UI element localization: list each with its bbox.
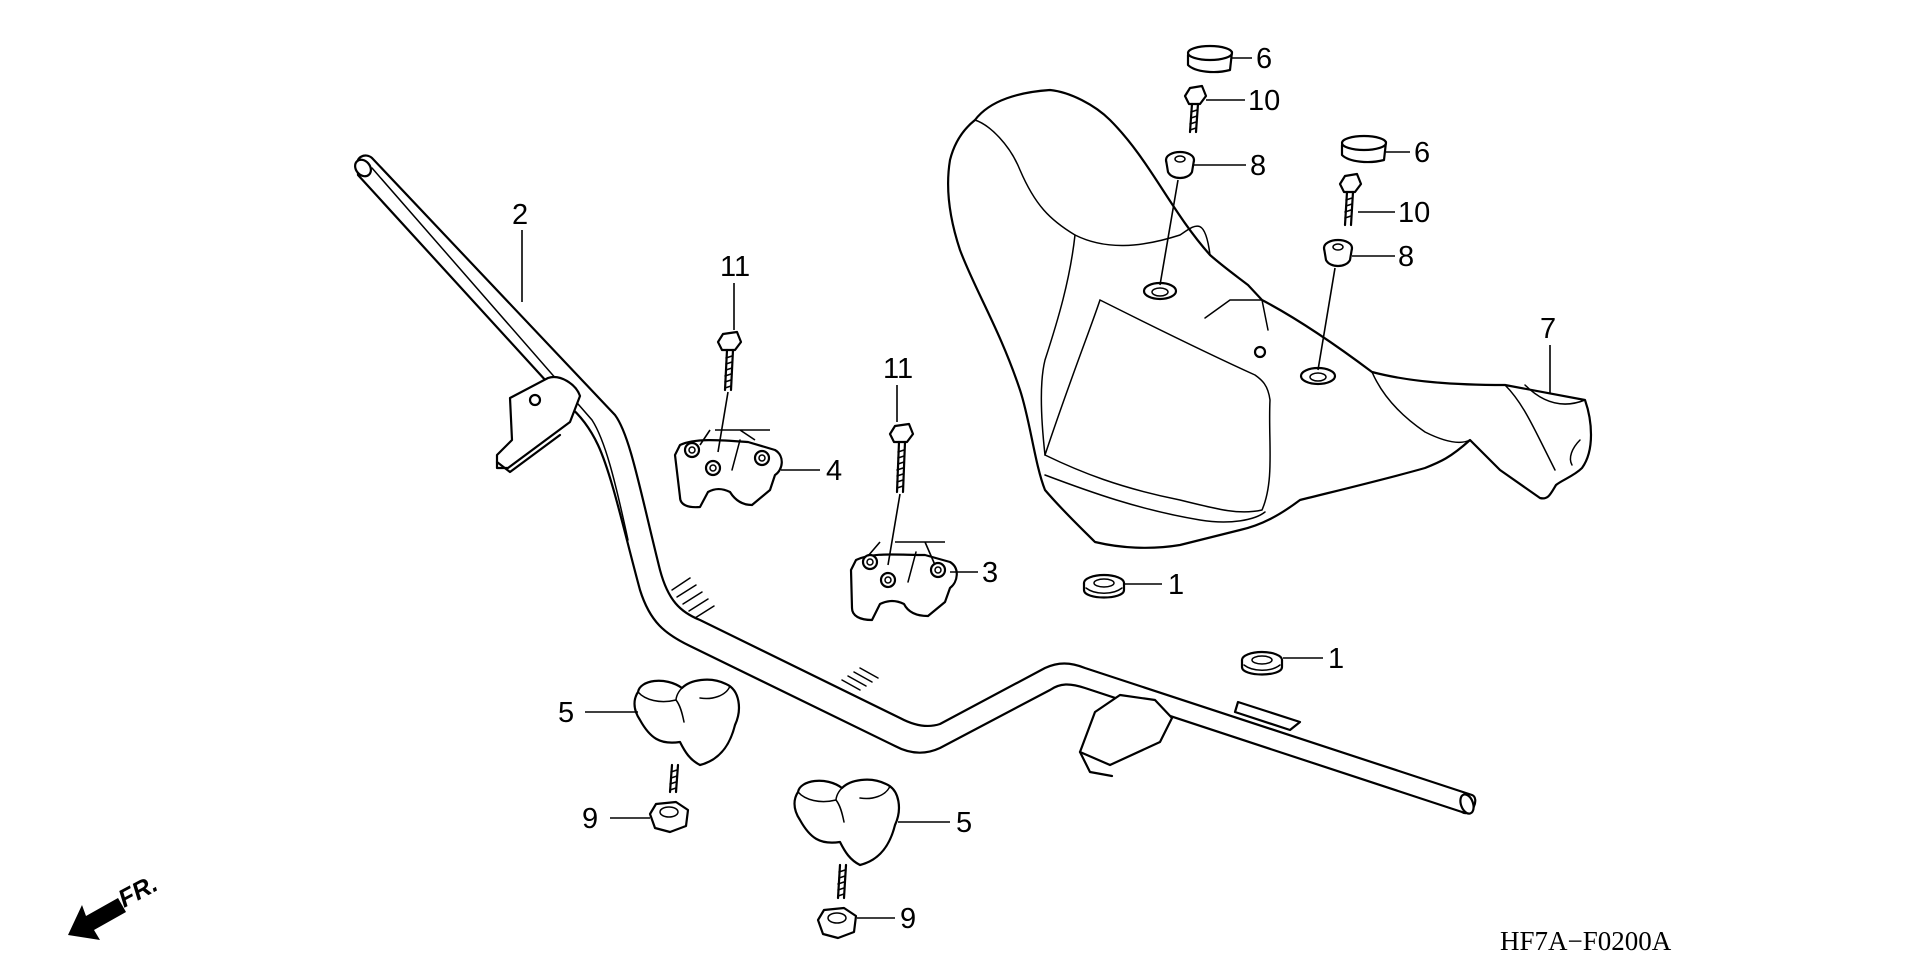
front-direction-arrow: FR. xyxy=(68,870,162,940)
callout-11-right: 11 xyxy=(883,353,913,385)
upper-holder-3 xyxy=(849,551,958,622)
collar-8-left xyxy=(1159,150,1196,286)
collar-8-right xyxy=(1317,238,1354,371)
bolt-11-left xyxy=(716,330,743,453)
callout-2: 2 xyxy=(512,199,528,231)
bolt-11-right xyxy=(887,422,915,566)
callout-11-left: 11 xyxy=(720,251,750,283)
callout-leaders xyxy=(521,57,1551,919)
callout-9-left: 9 xyxy=(582,803,598,835)
callout-1-left: 1 xyxy=(1168,569,1184,601)
callout-6-left: 6 xyxy=(1256,43,1272,75)
callout-4: 4 xyxy=(826,455,842,487)
callout-5-left: 5 xyxy=(558,697,574,729)
nut-9-left xyxy=(648,800,690,834)
grommet-right xyxy=(1240,650,1284,676)
cap-6-right xyxy=(1340,134,1388,164)
upper-holder-4 xyxy=(673,439,783,509)
lower-holder-right xyxy=(793,778,901,900)
bolt-10-left xyxy=(1183,84,1208,134)
callout-1-right: 1 xyxy=(1328,643,1344,675)
bolt-10-right xyxy=(1338,172,1363,227)
handlebar-pipe xyxy=(354,154,1477,815)
nut-9-right xyxy=(816,906,858,940)
handlebar-upper-cover xyxy=(946,88,1593,549)
callout-5-right: 5 xyxy=(956,807,972,839)
callout-7: 7 xyxy=(1540,313,1556,345)
callout-8-right: 8 xyxy=(1398,241,1414,273)
callout-9-right: 9 xyxy=(900,903,916,935)
cap-6-left xyxy=(1186,44,1234,74)
grommet-left xyxy=(1082,573,1126,599)
callout-10-right: 10 xyxy=(1398,197,1430,229)
callout-3: 3 xyxy=(982,557,998,589)
callout-8-left: 8 xyxy=(1250,150,1266,182)
diagram-code: HF7A−F0200A xyxy=(1500,926,1672,956)
callout-10-left: 10 xyxy=(1248,85,1280,117)
callout-6-right: 6 xyxy=(1414,137,1430,169)
lower-holder-left xyxy=(633,678,741,794)
callout-labels: 2 11 11 4 3 1 1 5 5 9 9 6 6 10 10 8 8 7 xyxy=(512,43,1556,935)
